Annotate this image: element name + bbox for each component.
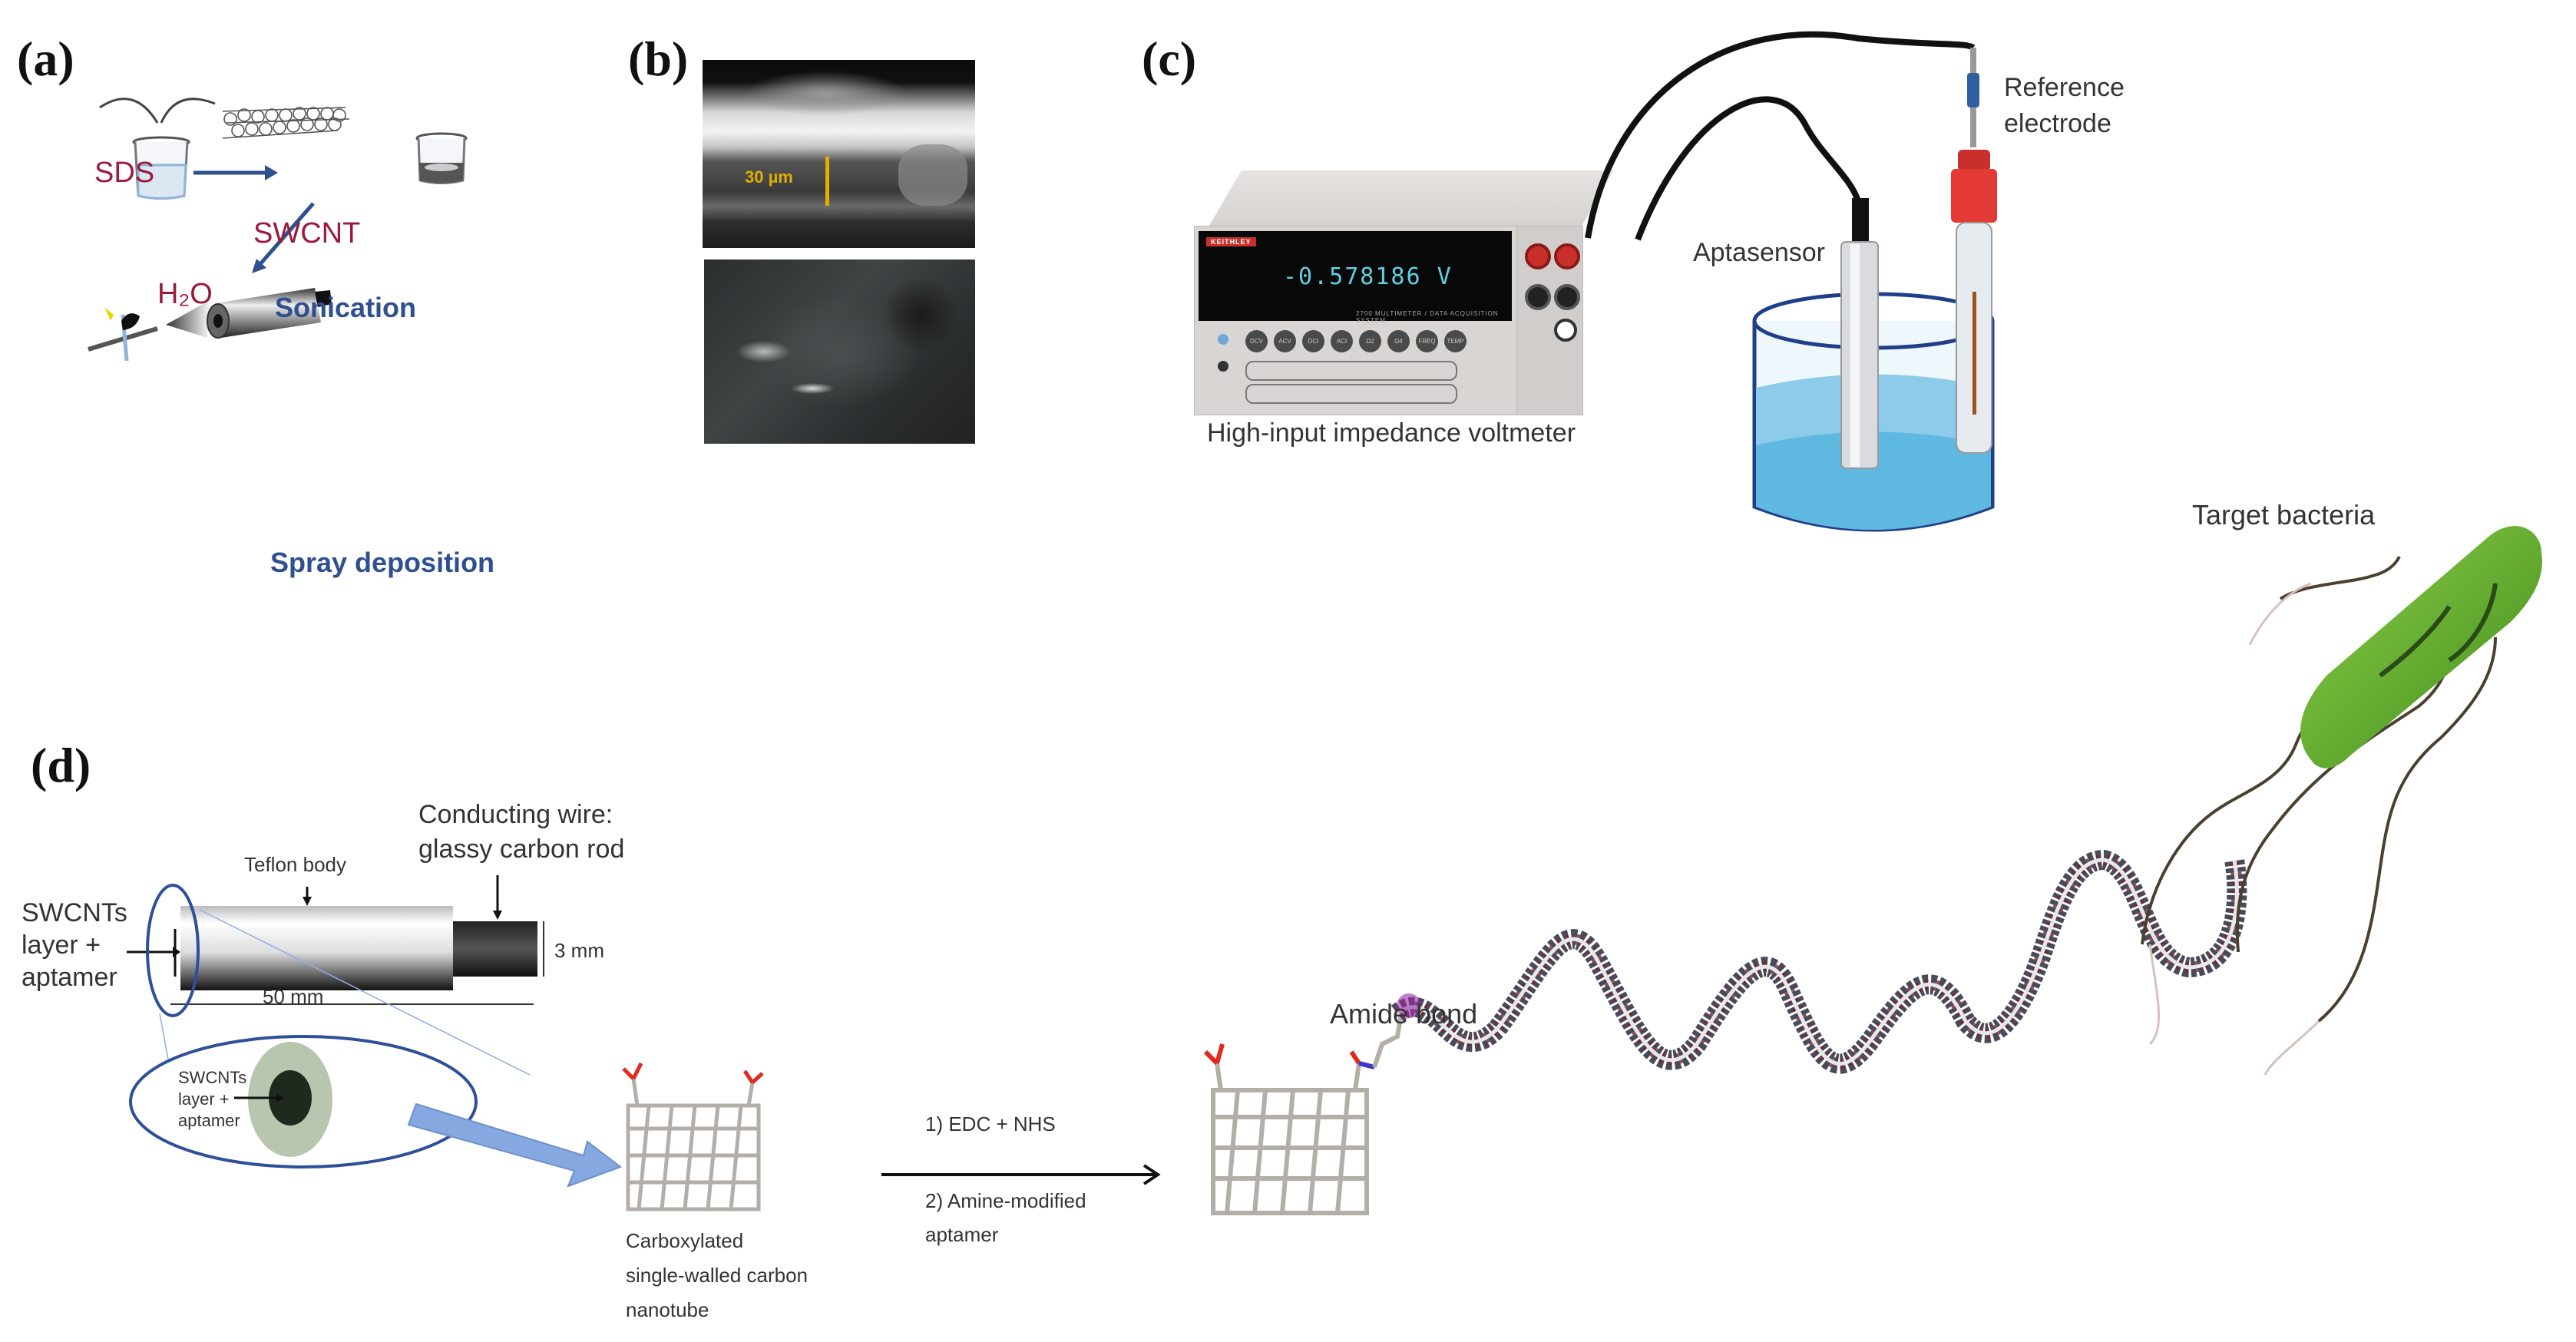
diameter-label: 3 mm — [554, 939, 604, 962]
input-lo-terminal — [1525, 284, 1551, 310]
conducting-wire-label-1: Conducting wire: — [418, 800, 613, 829]
length-label: 50 mm — [263, 985, 324, 1008]
sem-cross-section-image: 30 µm — [703, 60, 975, 248]
amide-bond-label: Amide bond — [1330, 998, 1478, 1030]
swcnt-label: SWCNT — [253, 217, 361, 250]
electrode-schematic — [127, 875, 544, 1106]
spray-deposition-label: Spray deposition — [270, 547, 495, 578]
button-row-2[interactable] — [1245, 361, 1457, 381]
scale-bar-label: 30 µm — [745, 167, 793, 187]
button-dcv[interactable]: DCV — [1245, 330, 1268, 352]
inset-label-3: aptamer — [178, 1111, 240, 1130]
button-ohm2[interactable]: Ω2 — [1359, 330, 1381, 352]
panel-b-label: (b) — [628, 31, 689, 86]
electrode-cross-section-inset — [129, 1035, 478, 1168]
sense-lo-terminal — [1554, 284, 1580, 310]
input-hi-terminal — [1525, 243, 1551, 269]
aptasensor-cable — [1635, 96, 1861, 241]
beaker-water-icon — [132, 136, 190, 200]
swcnt-layer-label-1: SWCNTs — [21, 898, 127, 927]
target-bacteria-label: Target bacteria — [2192, 499, 2376, 531]
teflon-body-label: Teflon body — [244, 853, 346, 876]
deposition-arrow — [258, 202, 315, 266]
display-caption: 2700 MULTIMETER / DATA ACQUISITION SYSTE… — [1356, 310, 1499, 324]
shift-button[interactable] — [1218, 334, 1228, 345]
water-label: H₂O — [157, 278, 213, 310]
panel-c-graphics — [1585, 31, 1997, 532]
amps-terminal — [1554, 319, 1577, 342]
step-2-label-2: aptamer — [925, 1223, 999, 1246]
sds-label: SDS — [94, 157, 155, 189]
functionalized-nanotube-icon — [1203, 1013, 1404, 1215]
aptamer-dna-strand — [1391, 849, 2247, 1074]
nanotube-label-3: nanotube — [626, 1298, 709, 1321]
brand-logo: KEITHLEY — [1206, 237, 1256, 246]
voltmeter: KEITHLEY -0.578186 V 2700 MULTIMETER / D… — [1194, 170, 1614, 416]
reference-electrode-icon — [1951, 48, 1997, 454]
sds-curve-arrow — [99, 98, 159, 124]
sem-surface-image — [704, 259, 975, 444]
button-aci[interactable]: ACI — [1331, 330, 1353, 352]
beaker-dispersion-icon — [415, 132, 468, 184]
swcnt-icon — [222, 107, 350, 139]
blue-block-arrow — [407, 1102, 623, 1188]
button-freq[interactable]: FREQ — [1416, 330, 1438, 352]
swcnt-layer-label-3: aptamer — [21, 963, 117, 992]
local-button[interactable] — [1218, 361, 1228, 372]
reference-electrode-label-1: Reference — [2004, 73, 2125, 102]
inset-label-1: SWCNTs — [178, 1068, 247, 1087]
nanotube-label-2: single-walled carbon — [626, 1264, 809, 1287]
button-acv[interactable]: ACV — [1274, 330, 1296, 352]
spray-cone — [166, 299, 211, 338]
conducting-wire-label-2: glassy carbon rod — [418, 835, 625, 864]
swcnt-layer-label-2: layer + — [21, 930, 101, 960]
sense-hi-terminal — [1554, 243, 1580, 269]
zoom-ellipse — [146, 884, 200, 1017]
inset-label-2: layer + — [178, 1089, 230, 1109]
nanotube-label-1: Carboxylated — [626, 1229, 744, 1252]
voltmeter-label: High-input impedance voltmeter — [1207, 418, 1576, 448]
aptasensor-electrode-icon — [1840, 198, 1879, 469]
button-row-3[interactable] — [1245, 384, 1457, 404]
target-bacteria-icon — [2300, 526, 2542, 769]
panel-a-label: (a) — [17, 31, 74, 86]
button-dci[interactable]: DCI — [1302, 330, 1324, 352]
glassy-carbon-rod — [453, 921, 537, 977]
scale-bar — [825, 157, 829, 206]
function-buttons: DCV ACV DCI ACI Ω2 Ω4 FREQ TEMP — [1245, 330, 1467, 352]
panel-d-label: (d) — [31, 738, 91, 792]
sonication-label: Sonication — [275, 292, 417, 323]
electrode-icon — [166, 288, 332, 339]
step-2-label-1: 2) Amine-modified — [925, 1189, 1086, 1212]
carboxylated-nanotube-icon — [622, 1062, 764, 1211]
button-temp[interactable]: TEMP — [1444, 330, 1467, 352]
airbrush-icon — [88, 307, 158, 362]
display-reading: -0.578186 V — [1283, 263, 1453, 290]
panel-c-label: (c) — [1142, 31, 1197, 86]
step-1-label: 1) EDC + NHS — [925, 1112, 1056, 1135]
aptasensor-label: Aptasensor — [1693, 238, 1825, 267]
teflon-body — [180, 906, 453, 990]
button-ohm4[interactable]: Ω4 — [1387, 330, 1410, 352]
swcnt-curve-arrow — [160, 98, 216, 124]
reference-cable — [1585, 31, 1976, 239]
panel-a-graphics — [88, 98, 468, 362]
reference-electrode-label-2: electrode — [2004, 109, 2111, 138]
